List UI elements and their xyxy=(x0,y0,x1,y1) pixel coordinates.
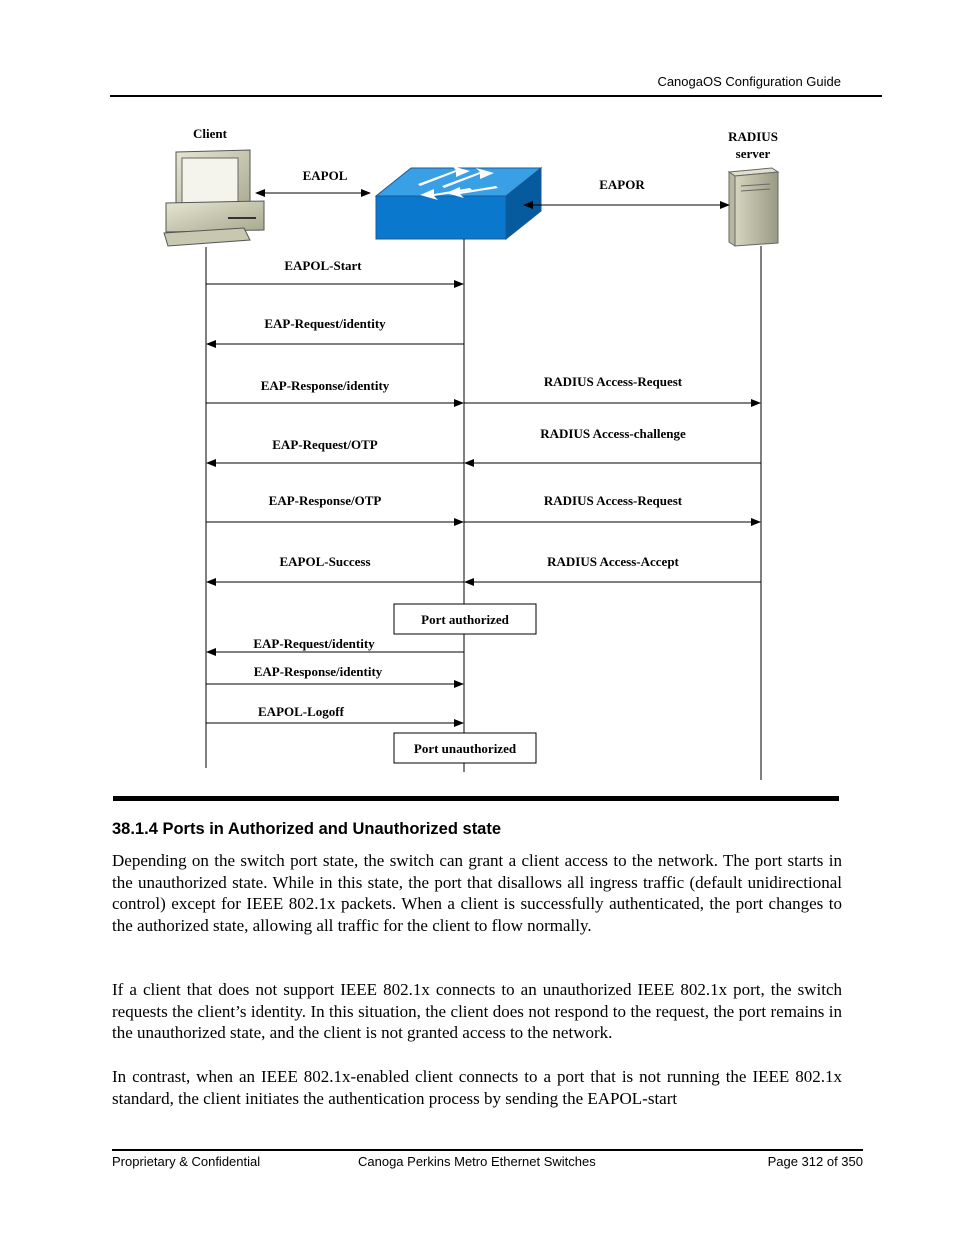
section-heading: 38.1.4 Ports in Authorized and Unauthori… xyxy=(112,820,502,838)
message-label: EAPOL-Success xyxy=(280,554,371,569)
switch-icon xyxy=(374,166,543,241)
body-paragraph: In contrast, when an IEEE 802.1x-enabled… xyxy=(112,1067,842,1108)
port-unauthorized-label: Port unauthorized xyxy=(414,741,517,756)
port-authorized-box xyxy=(393,603,537,635)
message-label: RADIUS Access-challenge xyxy=(540,426,686,441)
body-paragraph: Depending on the switch port state, the … xyxy=(112,851,842,935)
message-label: EAP-Request/identity xyxy=(253,636,375,651)
radius-server-icon xyxy=(727,167,780,247)
message-label: RADIUS Access-Request xyxy=(544,493,683,508)
port-unauthorized-box xyxy=(393,732,537,764)
eap-sequence-diagram: Client RADIUS server EAPOL EAPOR EAPOL-S… xyxy=(163,126,780,780)
footer-rule xyxy=(112,1149,863,1151)
message-label: RADIUS Access-Accept xyxy=(547,554,679,569)
message-label: RADIUS Access-Request xyxy=(544,374,683,389)
section-separator xyxy=(113,796,839,801)
client-label: Client xyxy=(193,126,228,141)
body-paragraph: If a client that does not support IEEE 8… xyxy=(112,980,842,1042)
message-label: EAP-Response/identity xyxy=(254,664,383,679)
message-label: EAP-Request/OTP xyxy=(272,437,378,452)
client-computer-icon xyxy=(163,149,265,247)
footer-page-number: Page 312 of 350 xyxy=(767,1154,863,1169)
port-authorized-label: Port authorized xyxy=(421,612,510,627)
message-label: EAPOL-Start xyxy=(284,258,362,273)
message-label: EAP-Response/identity xyxy=(261,378,390,393)
footer-confidential: Proprietary & Confidential xyxy=(112,1154,261,1169)
message-label: EAP-Response/OTP xyxy=(269,493,382,508)
radius-server-label-line1: RADIUS xyxy=(728,129,778,144)
footer-product: Canoga Perkins Metro Ethernet Switches xyxy=(358,1154,596,1169)
eapol-link-label: EAPOL xyxy=(303,168,348,183)
page-header-title: CanogaOS Configuration Guide xyxy=(657,74,841,89)
message-label: EAP-Request/identity xyxy=(264,316,386,331)
message-label: EAPOL-Logoff xyxy=(258,704,345,719)
header-rule xyxy=(110,95,882,97)
radius-server-label-line2: server xyxy=(736,146,771,161)
eapor-link-label: EAPOR xyxy=(599,177,645,192)
